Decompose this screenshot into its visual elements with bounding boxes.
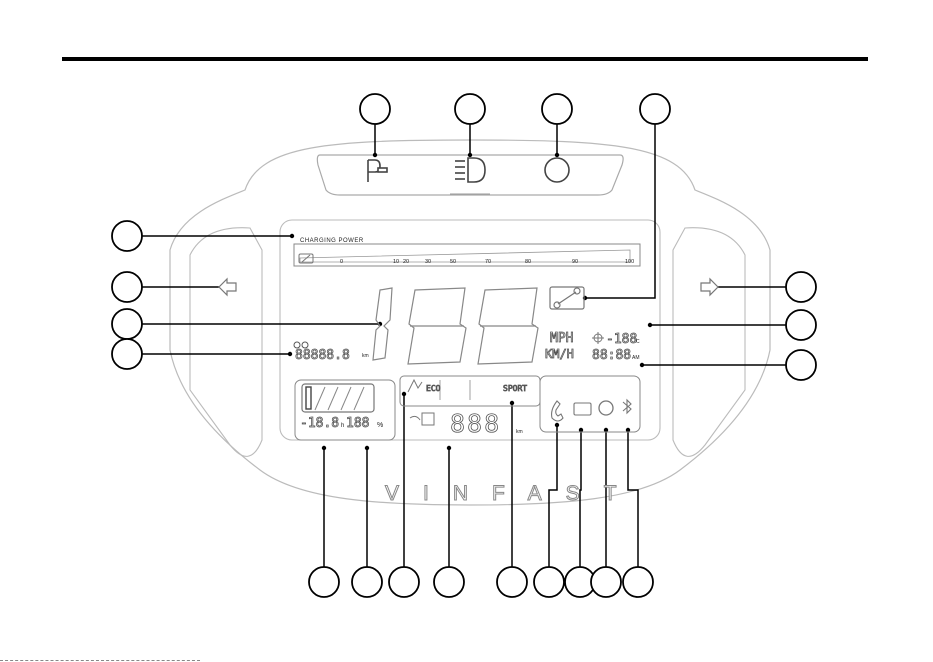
clock-value: 88:88 xyxy=(592,348,631,363)
warning-lamp-icon xyxy=(545,158,569,182)
callout-marker xyxy=(497,567,527,597)
callout-marker xyxy=(534,567,564,597)
trip-icon xyxy=(410,413,434,425)
battery-percent-unit: % xyxy=(377,422,383,429)
callout-marker xyxy=(434,567,464,597)
gauge-tick-label: 50 xyxy=(450,259,456,265)
gauge-tick-label: 10 xyxy=(393,259,399,265)
left-turn-arrow-icon xyxy=(219,279,236,295)
temperature-value: -188 xyxy=(606,332,637,347)
charging-gauge-bar xyxy=(300,250,630,262)
callout-marker xyxy=(112,339,142,369)
gauge-tick-label: 90 xyxy=(572,259,578,265)
battery-range-unit: h xyxy=(341,423,344,429)
unit-mph: MPH xyxy=(550,331,573,346)
parking-light-icon xyxy=(368,160,387,182)
headlight-icon xyxy=(455,158,485,182)
thermometer-icon xyxy=(592,332,604,344)
indicator-pod xyxy=(317,155,623,195)
callout-marker xyxy=(112,221,142,251)
gauge-tick-label: 0 xyxy=(340,259,343,265)
odometer-unit: km xyxy=(362,353,369,359)
battery-level-bar xyxy=(306,387,311,409)
gauge-tick-label: 20 xyxy=(403,259,409,265)
right-signal-panel xyxy=(673,228,745,457)
callout-marker xyxy=(389,567,419,597)
callout-marker xyxy=(591,567,621,597)
unit-kmh: KM/H xyxy=(545,347,574,361)
gauge-tick-label: 80 xyxy=(525,259,531,265)
lcd-frame xyxy=(280,220,660,440)
battery-range-value: -18.8 xyxy=(300,416,339,431)
bluetooth-icon xyxy=(623,400,631,413)
callout-marker xyxy=(623,567,653,597)
odometer-value: 88888.8 xyxy=(295,348,350,363)
mode-eco: ECO xyxy=(426,384,441,393)
callout-marker xyxy=(640,94,670,124)
callout-marker xyxy=(786,272,816,302)
mode-sport: SPORT xyxy=(503,384,527,393)
left-signal-panel xyxy=(190,228,262,457)
speed-digits xyxy=(373,288,538,364)
bottom-rule xyxy=(0,660,200,661)
gauge-tick-label: 70 xyxy=(485,259,491,265)
gauge-tick-label: 100 xyxy=(625,259,634,265)
callout-marker xyxy=(455,94,485,124)
battery-percent-value: 188 xyxy=(346,416,369,431)
callout-markers xyxy=(112,94,816,597)
motor-fault-icon xyxy=(599,401,613,415)
callout-marker xyxy=(786,310,816,340)
callout-marker xyxy=(309,567,339,597)
charging-plug-icon xyxy=(408,380,422,392)
callout-marker xyxy=(112,272,142,302)
charging-power-title: CHARGING POWER xyxy=(300,238,364,244)
callout-marker xyxy=(352,567,382,597)
brand-wordmark: VINFAST xyxy=(385,482,641,505)
temperature-unit: °C xyxy=(634,339,640,345)
callout-marker xyxy=(542,94,572,124)
right-turn-arrow-icon xyxy=(701,279,718,295)
clock-unit: AM xyxy=(632,355,640,361)
phone-icon xyxy=(552,401,563,421)
gauge-tick-label: 30 xyxy=(425,259,431,265)
trip-unit: km xyxy=(516,429,523,435)
charging-gauge-frame xyxy=(294,244,640,266)
callout-marker xyxy=(786,350,816,380)
wrench-icon xyxy=(550,287,584,309)
trip-value: 888 xyxy=(450,409,501,438)
callout-marker xyxy=(112,309,142,339)
callout-marker xyxy=(360,94,390,124)
battery-panel-frame xyxy=(295,380,395,440)
sms-icon xyxy=(574,403,591,415)
